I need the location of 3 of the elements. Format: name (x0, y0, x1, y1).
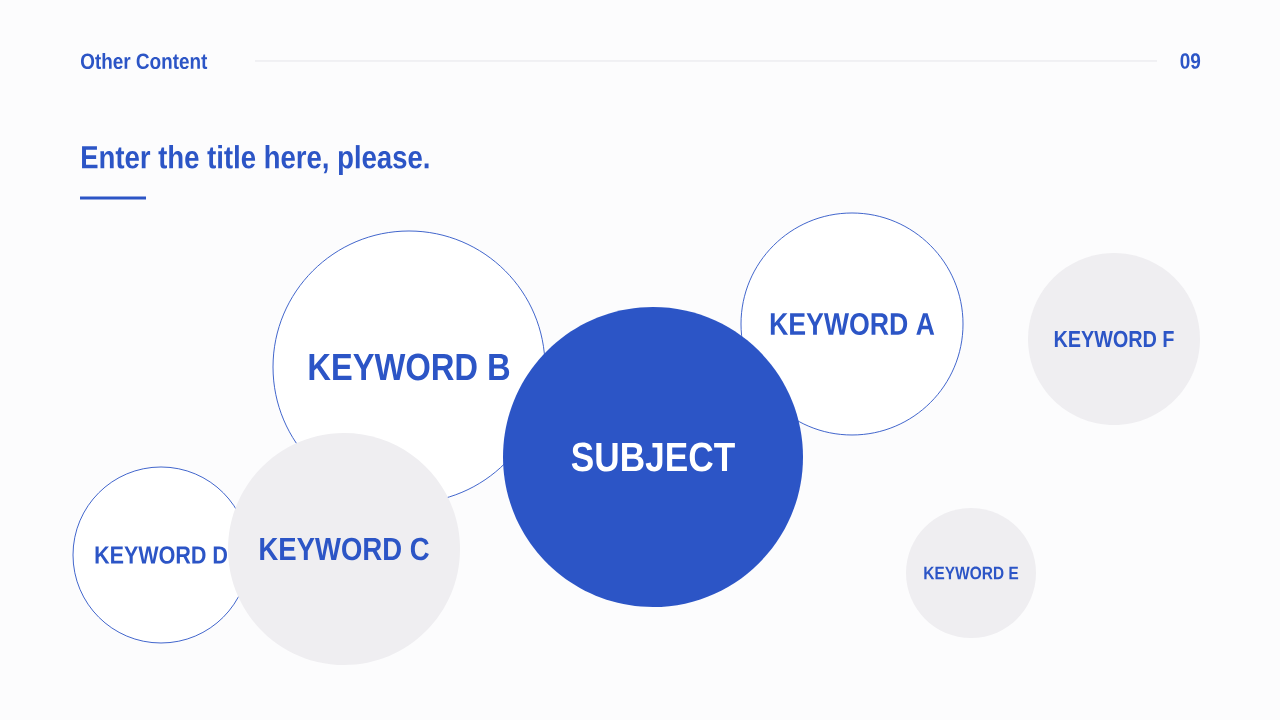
section-label: Other Content (81, 52, 208, 70)
page-number: 09 (1180, 53, 1201, 69)
slide-title: Enter the title here, please. (82, 145, 429, 175)
